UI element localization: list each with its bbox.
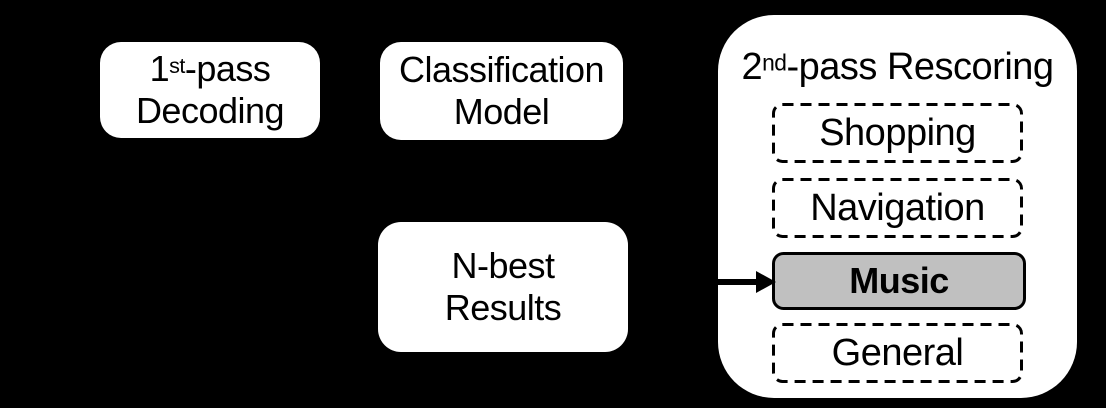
n-best-line1: N-best [451, 245, 555, 286]
category-label-navigation: Navigation [810, 186, 985, 229]
first-pass-line1: 1st-pass [149, 48, 271, 89]
n-best-results-label: N-best Results [445, 245, 562, 329]
classification-model-label: Classification Model [398, 49, 605, 133]
category-box-general: General [772, 323, 1023, 383]
classification-line2: Model [453, 91, 550, 132]
category-label-music: Music [849, 260, 949, 301]
n-best-line2: Results [444, 287, 562, 328]
category-box-music-selected: Music [772, 252, 1026, 310]
n-best-results-box: N-best Results [378, 222, 628, 352]
dashed-border [772, 323, 1023, 383]
category-label-shopping: Shopping [819, 111, 976, 154]
first-pass-decoding-box: 1st-pass Decoding [100, 42, 320, 138]
classification-model-box: Classification Model [380, 42, 623, 140]
first-pass-decoding-label: 1st-pass Decoding [135, 48, 285, 132]
first-pass-line2: Decoding [135, 90, 285, 131]
rescoring-title: 2nd-pass Rescoring [741, 46, 1054, 88]
category-label-general: General [831, 331, 964, 374]
dashed-border [772, 178, 1023, 238]
classification-line1: Classification [398, 49, 605, 90]
dashed-border [772, 103, 1023, 163]
rescoring-container: 2nd-pass Rescoring Shopping Navigation M… [718, 15, 1077, 398]
category-box-shopping: Shopping [772, 103, 1023, 163]
superscript-st: st [169, 52, 185, 78]
superscript-nd: nd [762, 49, 787, 76]
category-box-navigation: Navigation [772, 178, 1023, 238]
